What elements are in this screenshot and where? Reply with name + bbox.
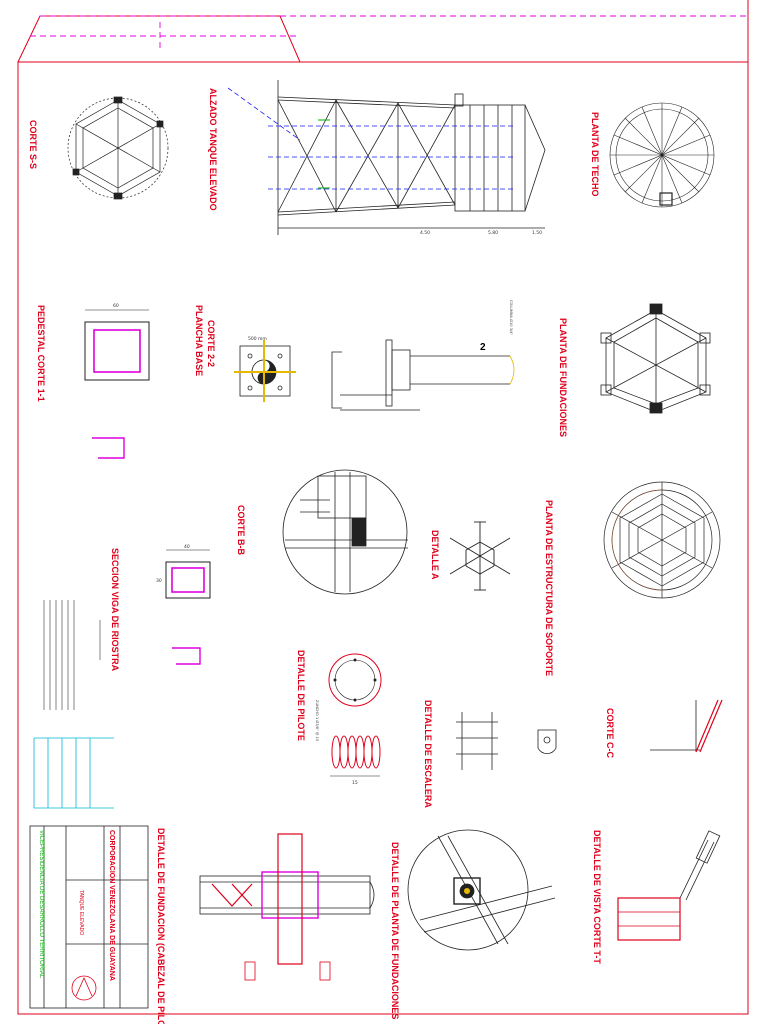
foundation-plan-detail bbox=[407, 829, 556, 951]
sheet-frame bbox=[17, 0, 749, 1015]
title-vista-corte: DETALLE DE VISTA CORTE T-T bbox=[592, 830, 602, 964]
title-planta-techo: PLANTA DE TECHO bbox=[590, 112, 600, 197]
pile-zuncho-label: ZUNCHO 1 Ø3/8" @ 15 bbox=[315, 700, 320, 741]
title-detalle-escalera: DETALLE DE ESCALERA bbox=[423, 700, 433, 808]
beam-dim-height: 30 bbox=[156, 578, 162, 584]
top-magenta-guides bbox=[30, 15, 748, 48]
title-seccion-viga: SECCION VIGA DE RIOSTRA bbox=[110, 548, 120, 672]
pedestal-dim-width: 60 bbox=[113, 303, 119, 309]
title-alzado: ALZADO TANQUE ELEVADO bbox=[208, 88, 218, 211]
hexagon-plan bbox=[67, 96, 169, 200]
dim-450: 4.50 bbox=[420, 230, 430, 236]
base-plate-dim: 500 mm bbox=[248, 336, 267, 342]
elevation-guides bbox=[227, 87, 515, 190]
column-base-detail bbox=[331, 339, 515, 411]
title-pedestal: PEDESTAL CORTE 1-1 bbox=[36, 305, 46, 402]
foundation-plan bbox=[600, 303, 711, 414]
ladder-detail bbox=[456, 712, 557, 770]
elevation-dims: 4.50 5.80 1.50 bbox=[420, 230, 542, 236]
elevation-green-markers bbox=[318, 119, 330, 189]
structure-plan bbox=[603, 481, 721, 599]
dim-150: 1.50 bbox=[532, 230, 542, 236]
corte-cc-detail bbox=[650, 699, 723, 753]
pedestal-section bbox=[84, 309, 150, 459]
title-block-org: CORPORACION VENEZOLANA DE GUAYANA bbox=[108, 830, 115, 981]
column-label: COLUMNA Ø10 3/4" bbox=[509, 300, 514, 336]
pile-dim-15: 15 bbox=[352, 780, 358, 786]
title-corte-22: CORTE 2-2 bbox=[206, 320, 216, 367]
title-detalle-a: DETALLE A bbox=[430, 530, 440, 580]
pile-cap-detail bbox=[199, 833, 375, 981]
detail-circle-bb bbox=[282, 469, 408, 595]
section-mark-2: 2 bbox=[480, 342, 486, 353]
title-corte-bb: CORTE B-B bbox=[236, 505, 246, 555]
pile-detail bbox=[328, 653, 382, 777]
title-detalle-fundacion: DETALLE DE FUNDACION (CABEZAL DE PILOTE) bbox=[156, 828, 166, 1024]
title-detalle-pilote: DETALLE DE PILOTE bbox=[296, 650, 306, 741]
title-corte-ss: CORTE S-S bbox=[28, 120, 38, 169]
base-plate bbox=[234, 340, 296, 402]
beam-dim-width: 40 bbox=[184, 544, 190, 550]
notes-block bbox=[43, 600, 101, 710]
beam-section bbox=[165, 549, 211, 665]
title-block-dept: VICEPRESIDENCIA DE DESARROLLO TERRITORIA… bbox=[38, 830, 44, 979]
dim-580: 5.80 bbox=[488, 230, 498, 236]
title-block-grid bbox=[33, 737, 114, 809]
title-block-project: TANQUE ELEVADO bbox=[78, 890, 84, 935]
detail-a-star bbox=[449, 521, 511, 591]
title-plancha-base: PLANCHA BASE bbox=[194, 305, 204, 376]
title-corte-cc: CORTE C-C bbox=[605, 708, 615, 758]
title-block bbox=[29, 825, 149, 1009]
roof-plan bbox=[609, 102, 715, 208]
tank-elevation bbox=[277, 80, 546, 235]
view-section-detail bbox=[617, 830, 721, 941]
title-planta-fundaciones: PLANTA DE FUNDACIONES bbox=[558, 318, 568, 437]
title-detalle-planta-fund: DETALLE DE PLANTA DE FUNDACIONES bbox=[390, 842, 400, 1019]
structure-plan-hatch bbox=[611, 489, 663, 591]
title-planta-estructura: PLANTA DE ESTRUCTURA DE SOPORTE bbox=[544, 500, 554, 676]
